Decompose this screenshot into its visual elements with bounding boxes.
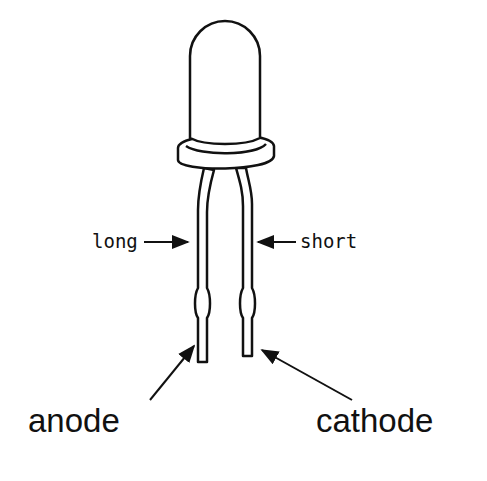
leader-line xyxy=(262,350,352,400)
leader-line xyxy=(144,241,188,243)
part-label: anode xyxy=(28,404,120,437)
part-label: short xyxy=(300,232,357,251)
leader-line xyxy=(150,346,194,400)
leader-line xyxy=(258,241,296,243)
part-label: cathode xyxy=(316,404,433,437)
part-label: long xyxy=(92,232,138,251)
anode-lead xyxy=(195,168,214,362)
led-dome xyxy=(190,21,260,144)
cathode-lead xyxy=(236,168,255,356)
